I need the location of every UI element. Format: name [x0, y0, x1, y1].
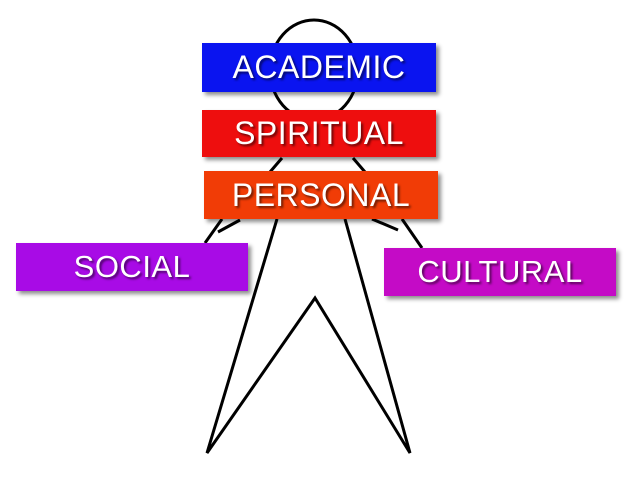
spiritual-label: SPIRITUAL [202, 110, 436, 157]
academic-label: ACADEMIC [202, 43, 436, 92]
figure-right-arm-lower [402, 219, 422, 248]
figure-neck-right [353, 158, 365, 172]
social-label: SOCIAL [16, 243, 248, 291]
figure-neck-left [270, 158, 282, 172]
personal-label: PERSONAL [204, 171, 438, 219]
cultural-label: CULTURAL [384, 248, 616, 296]
figure-right-arm-upper [372, 219, 398, 230]
